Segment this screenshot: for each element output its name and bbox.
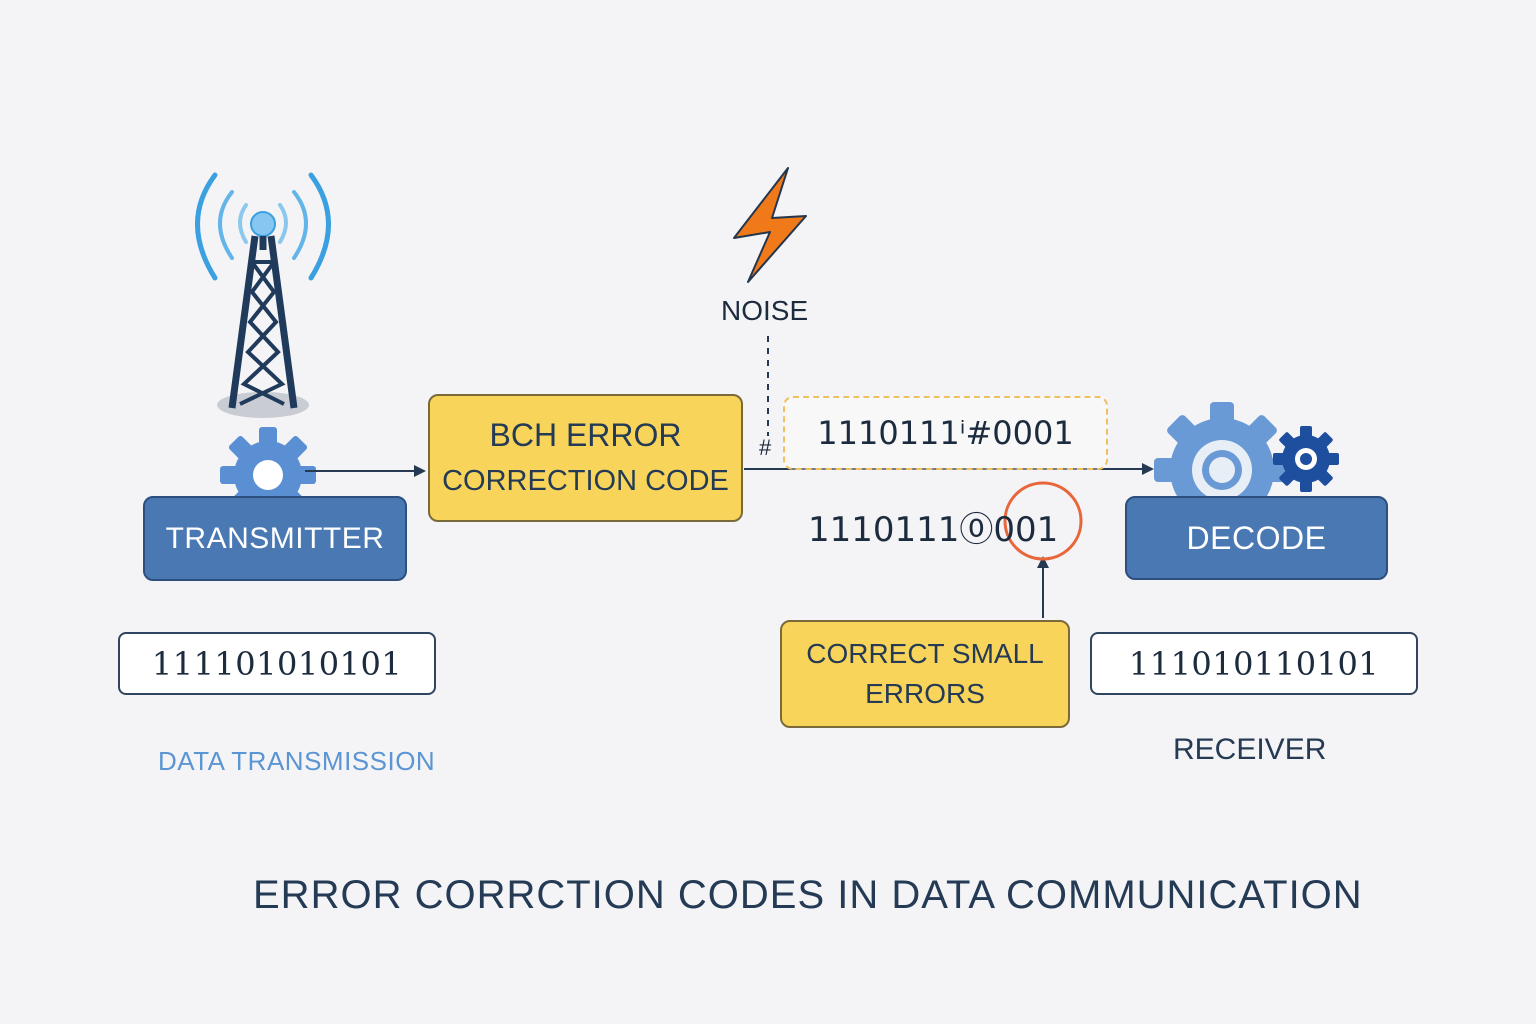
radio-tower-icon (195, 172, 331, 418)
receiver-caption: RECEIVER (1173, 733, 1327, 766)
noise-marker: # (759, 435, 772, 460)
encoder-box: BCH ERROR CORRECTION CODE (428, 394, 743, 522)
transmitter-caption: DATA TRANSMISSION (158, 746, 436, 776)
noisy-bits-box: 1110111ⁱ#0001 (783, 396, 1108, 470)
error-circle (1003, 481, 1083, 561)
transmitter-label: TRANSMITTER (165, 521, 385, 555)
correction-line1: CORRECT SMALL (806, 638, 1044, 669)
correction-line2: ERRORS (865, 678, 985, 709)
page-title: ERROR CORRCTION CODES IN DATA COMMUNICAT… (253, 873, 1363, 917)
lightning-bolt-icon (733, 167, 807, 283)
encoder-line1: BCH ERROR (489, 417, 682, 453)
decode-label: DECODE (1186, 519, 1327, 556)
correction-box: CORRECT SMALL ERRORS (780, 620, 1070, 728)
encoder-line2: CORRECTION CODE (442, 465, 729, 497)
noise-label: NOISE (721, 295, 809, 326)
receiver-bits: 111010110101 (1128, 644, 1380, 683)
corrected-bits: 1110111⓪001 (808, 510, 1059, 550)
noisy-bits: 1110111ⁱ#0001 (817, 414, 1074, 452)
decode-box: DECODE (1125, 496, 1388, 580)
transmitter-bits: 111101010101 (151, 644, 403, 683)
transmitter-bits-box: 111101010101 (118, 632, 436, 695)
transmitter-box: TRANSMITTER (143, 496, 407, 581)
receiver-bits-box: 111010110101 (1090, 632, 1418, 695)
